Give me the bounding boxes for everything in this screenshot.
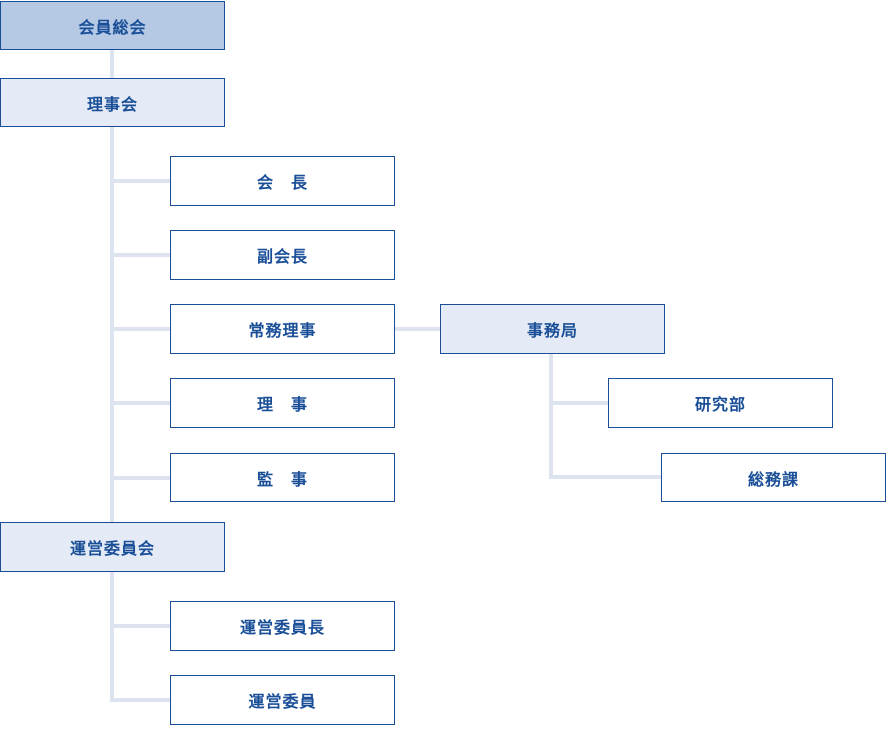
node-general-affairs: 総務課 bbox=[661, 453, 886, 502]
connector-to-executive-director bbox=[110, 327, 170, 331]
connector-to-research-dept bbox=[549, 401, 608, 405]
node-director: 理 事 bbox=[170, 378, 395, 428]
node-research-dept: 研究部 bbox=[608, 378, 833, 428]
connector-board-trunk bbox=[110, 126, 114, 524]
connector-committee-trunk bbox=[110, 571, 114, 701]
node-general-meeting: 会員総会 bbox=[0, 1, 225, 50]
connector-to-vice-chairman bbox=[110, 253, 170, 257]
connector-general-to-board bbox=[110, 50, 114, 78]
node-committee-member: 運営委員 bbox=[170, 675, 395, 725]
node-steering-committee: 運営委員会 bbox=[0, 522, 225, 572]
connector-to-director bbox=[110, 401, 170, 405]
connector-executive-to-secretariat bbox=[394, 327, 440, 331]
connector-to-committee-chair bbox=[110, 624, 170, 628]
connector-secretariat-trunk bbox=[549, 353, 553, 479]
node-executive-director: 常務理事 bbox=[170, 304, 395, 354]
connector-to-auditor bbox=[110, 476, 170, 480]
node-committee-chair: 運営委員長 bbox=[170, 601, 395, 651]
connector-to-committee-member bbox=[110, 698, 170, 702]
node-chairman: 会 長 bbox=[170, 156, 395, 206]
connector-to-general-affairs bbox=[549, 475, 661, 479]
connector-to-chairman bbox=[110, 179, 170, 183]
node-vice-chairman: 副会長 bbox=[170, 230, 395, 280]
node-secretariat: 事務局 bbox=[440, 304, 665, 354]
node-board: 理事会 bbox=[0, 78, 225, 127]
node-auditor: 監 事 bbox=[170, 453, 395, 502]
